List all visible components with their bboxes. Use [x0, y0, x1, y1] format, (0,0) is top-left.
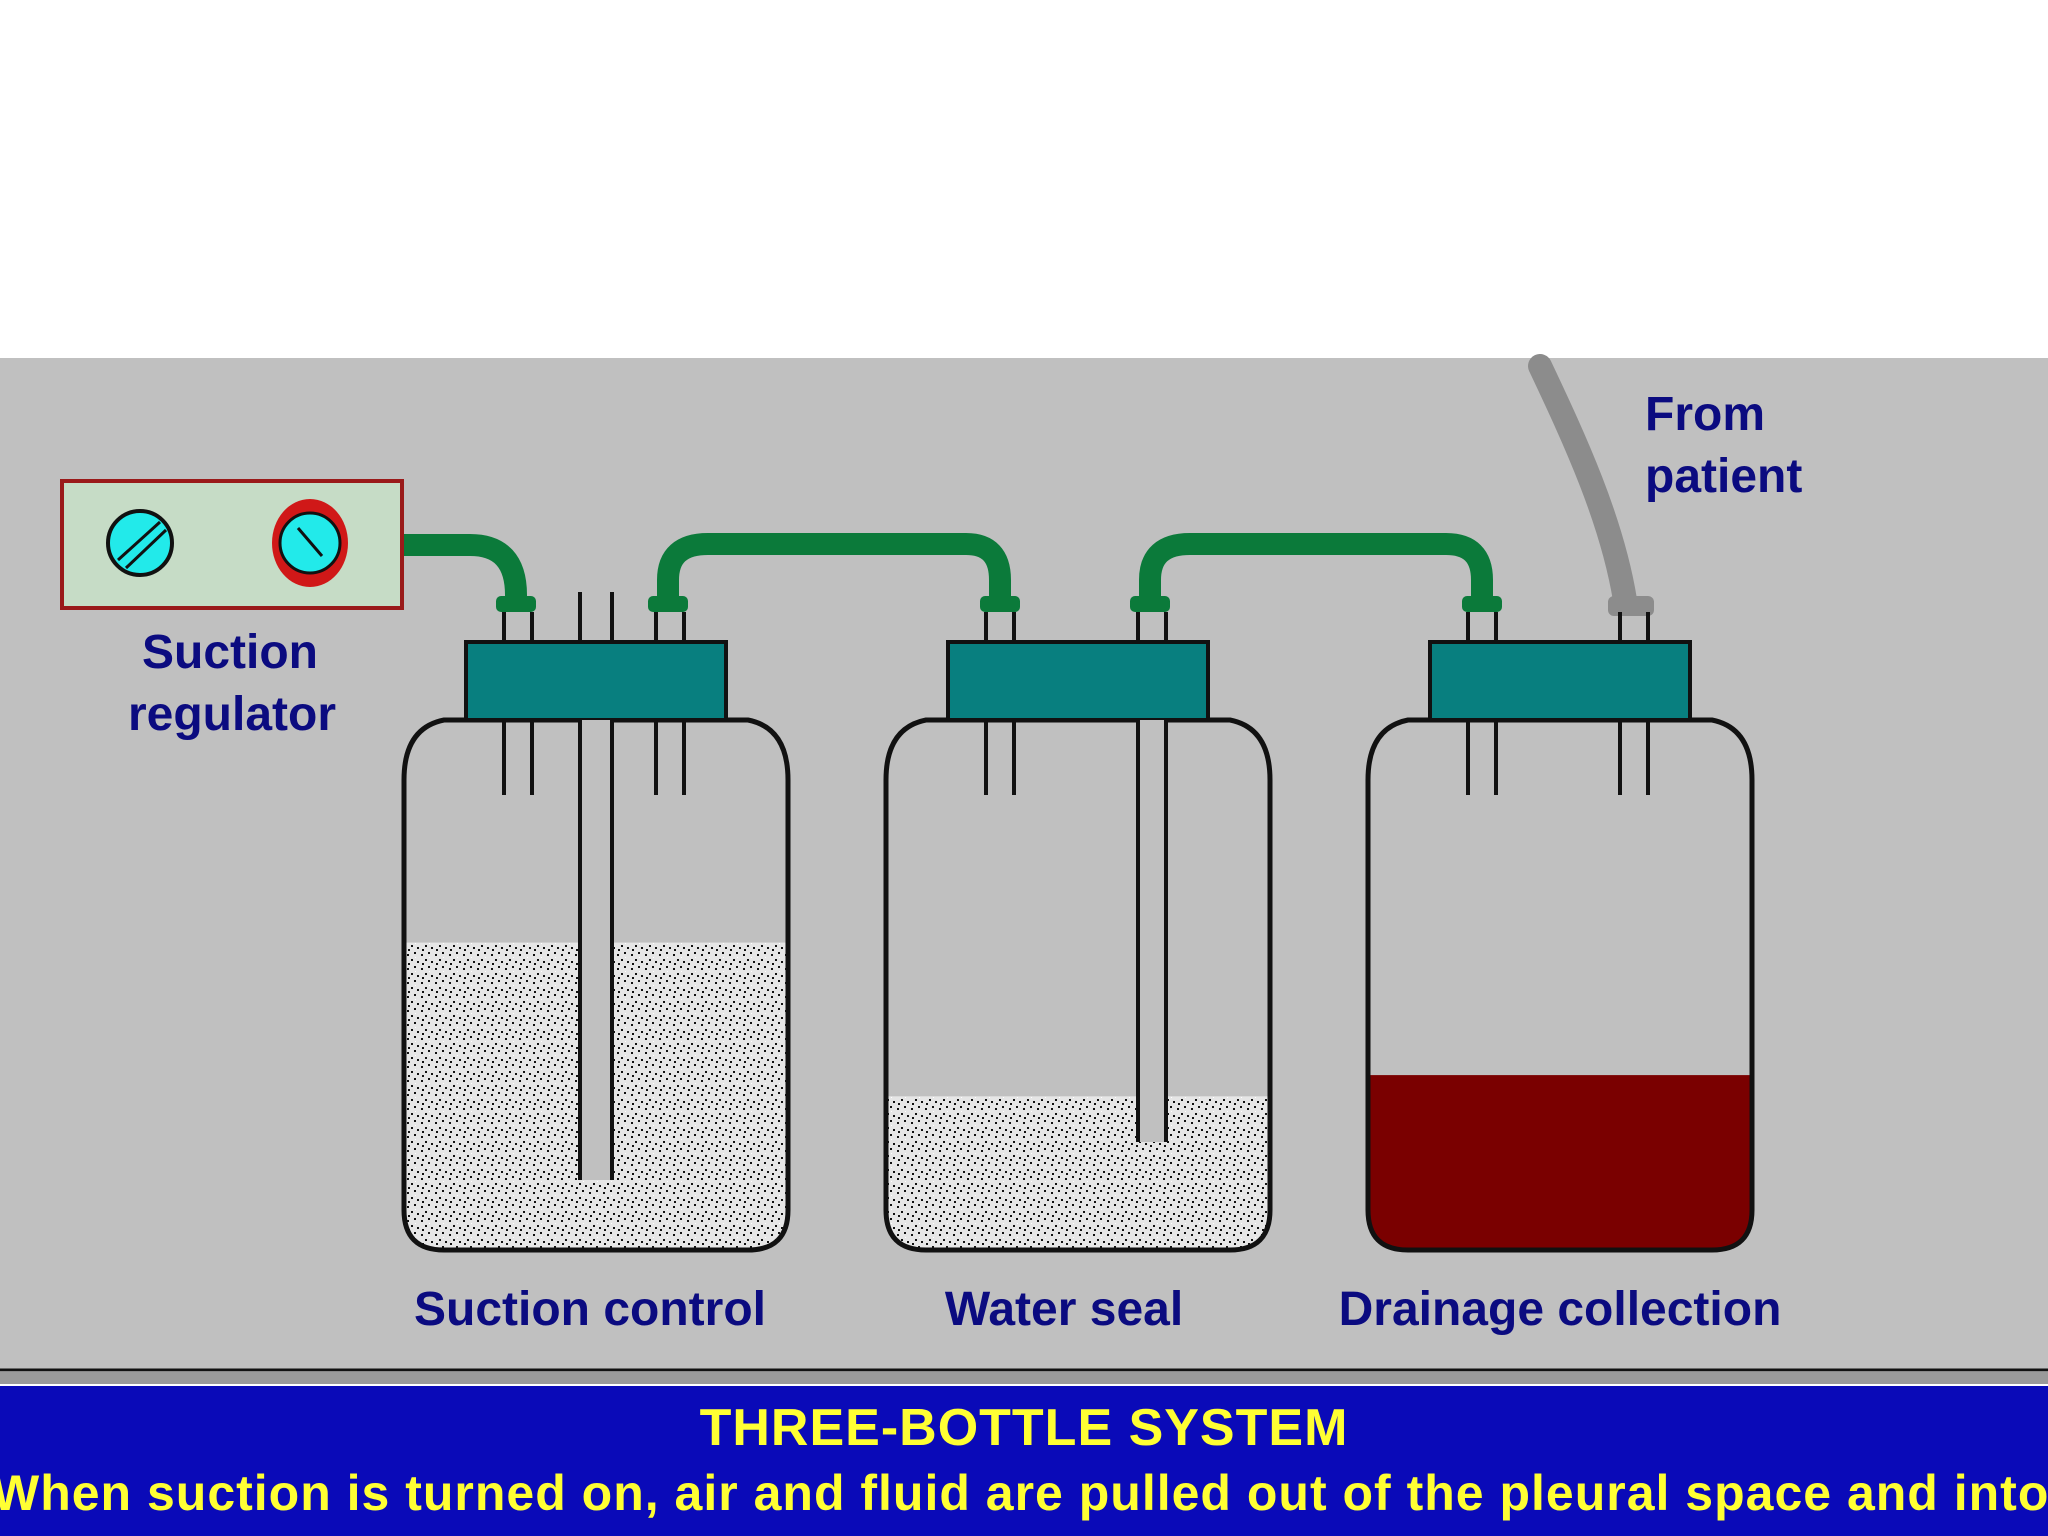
- three-bottle-diagram: Suction regulator From patient: [0, 354, 2048, 1384]
- bottle-cap: [1428, 640, 1692, 722]
- bottle-suction-control: [401, 592, 791, 1253]
- gauge-left-icon: [106, 509, 174, 577]
- from-patient-label-line1: From: [1645, 388, 1765, 441]
- suction-regulator: [60, 479, 404, 610]
- bottle-water-seal: [883, 612, 1273, 1253]
- from-patient-label-line2: patient: [1645, 450, 1802, 503]
- caption-title: THREE-BOTTLE SYSTEM: [699, 1399, 1349, 1457]
- bottle-drainage-collection: [1365, 612, 1755, 1253]
- caption-panel: THREE-BOTTLE SYSTEM When suction is turn…: [0, 1386, 2048, 1536]
- bottle-label-water-seal: Water seal: [945, 1283, 1183, 1336]
- patient-tube: [1528, 354, 1637, 612]
- water-seal-water: [886, 1096, 1270, 1250]
- bottle-label-suction-control: Suction control: [414, 1283, 766, 1336]
- bottle-cap: [464, 640, 728, 722]
- caption-text: When suction is turned on, air and fluid…: [0, 1465, 2048, 1521]
- bottle-cap: [946, 640, 1210, 722]
- bottle-label-drainage-collection: Drainage collection: [1339, 1283, 1782, 1336]
- connecting-tubing: [404, 533, 1493, 604]
- suction-regulator-label-line1: Suction: [142, 626, 318, 679]
- drainage-fluid: [1368, 1075, 1752, 1250]
- gauge-right-icon: [272, 499, 348, 587]
- suction-regulator-label-line2: regulator: [128, 688, 336, 741]
